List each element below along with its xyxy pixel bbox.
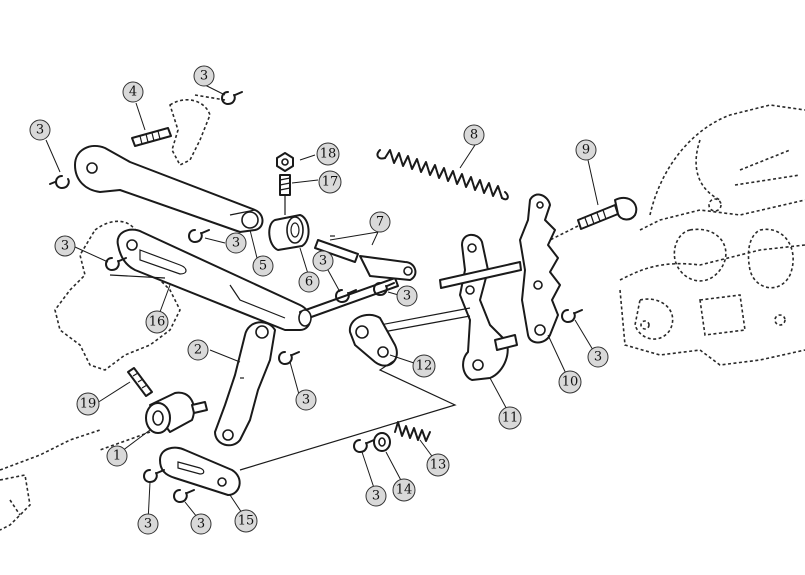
clip-icon [278,351,300,365]
part-12-crank [348,313,398,367]
callout-17: 17 [318,170,342,194]
callout-18: 18 [316,142,340,166]
cross-rod [379,261,522,333]
svg-text:3: 3 [197,517,205,532]
svg-text:3: 3 [144,517,152,532]
part-3-retaining-clips [49,91,583,503]
callout-3: 3 [193,65,215,87]
callout-19: 19 [76,392,100,416]
svg-text:2: 2 [194,343,202,358]
callout-3: 3 [295,389,317,411]
svg-text:3: 3 [372,489,380,504]
svg-text:3: 3 [302,393,310,408]
callout-3: 3 [225,232,247,254]
assembly-guide-lines [109,274,457,471]
transmission-housing-outline [619,104,805,366]
callout-14: 14 [392,478,416,502]
part-17-screw [279,174,291,215]
svg-text:10: 10 [562,375,579,390]
part-2-lever [214,321,276,447]
svg-text:18: 18 [320,147,337,162]
part-9-bolt [539,196,638,246]
callout-10: 10 [558,370,582,394]
callout-6: 6 [298,271,320,293]
part-8-spring [376,149,509,201]
svg-text:3: 3 [319,254,327,269]
clip-icon [561,309,583,323]
svg-text:4: 4 [129,85,137,100]
svg-text:19: 19 [80,397,97,412]
part-11-upright-lever [459,233,518,381]
callout-16: 16 [145,310,169,334]
svg-text:6: 6 [305,275,313,290]
callout-3: 3 [365,485,387,507]
part-14-washer [373,432,391,452]
callout-9: 9 [575,139,597,161]
svg-text:3: 3 [61,239,69,254]
callout-1: 1 [106,445,128,467]
svg-text:13: 13 [430,458,447,473]
callout-13: 13 [426,453,450,477]
clip-icon [373,282,395,296]
svg-text:3: 3 [232,236,240,251]
clip-icon [105,257,127,271]
callout-labels: 1 2 3 3 3 3 3 3 3 3 3 3 3 3 4 5 6 7 8 9 … [29,65,609,535]
svg-text:15: 15 [238,514,255,529]
svg-text:3: 3 [36,123,44,138]
svg-text:9: 9 [582,143,590,158]
clip-icon [353,439,375,453]
callout-15: 15 [234,509,258,533]
svg-text:8: 8 [470,128,478,143]
clip-icon [335,289,357,303]
callout-4: 4 [122,81,144,103]
part-7-pins [314,235,417,281]
part-18-nut [276,152,294,172]
clip-icon [143,469,165,483]
clip-icon [49,175,70,189]
part-1-cylinder [99,391,208,451]
part-5-long-lever [74,145,264,233]
callout-7: 7 [369,211,391,233]
clip-icon [221,91,243,105]
part-15-link [159,446,241,496]
svg-text:7: 7 [376,215,384,230]
clip-icon [188,229,210,243]
svg-text:12: 12 [416,359,433,374]
svg-text:16: 16 [149,315,166,330]
callout-3: 3 [54,235,76,257]
callout-3: 3 [137,513,159,535]
part-4-pin [131,127,172,147]
callout-3: 3 [587,346,609,368]
callout-11: 11 [498,406,522,430]
part-6-bushing [268,214,310,251]
callout-3: 3 [190,513,212,535]
callout-2: 2 [187,339,209,361]
callout-3: 3 [29,119,51,141]
svg-text:1: 1 [113,449,121,464]
svg-text:3: 3 [403,289,411,304]
part-10-notched-plate [519,193,561,344]
svg-text:3: 3 [200,69,208,84]
callout-5: 5 [252,255,274,277]
svg-text:5: 5 [259,259,267,274]
mounting-bracket-outline [0,94,226,531]
callout-3: 3 [312,250,334,272]
svg-text:11: 11 [502,411,519,426]
clip-icon [173,489,195,503]
svg-text:14: 14 [396,483,413,498]
callout-12: 12 [412,354,436,378]
part-13-spring [394,421,431,442]
part-19-pin [127,367,153,397]
callout-3: 3 [396,285,418,307]
svg-text:17: 17 [322,175,339,190]
svg-text:3: 3 [594,350,602,365]
callout-8: 8 [463,124,485,146]
